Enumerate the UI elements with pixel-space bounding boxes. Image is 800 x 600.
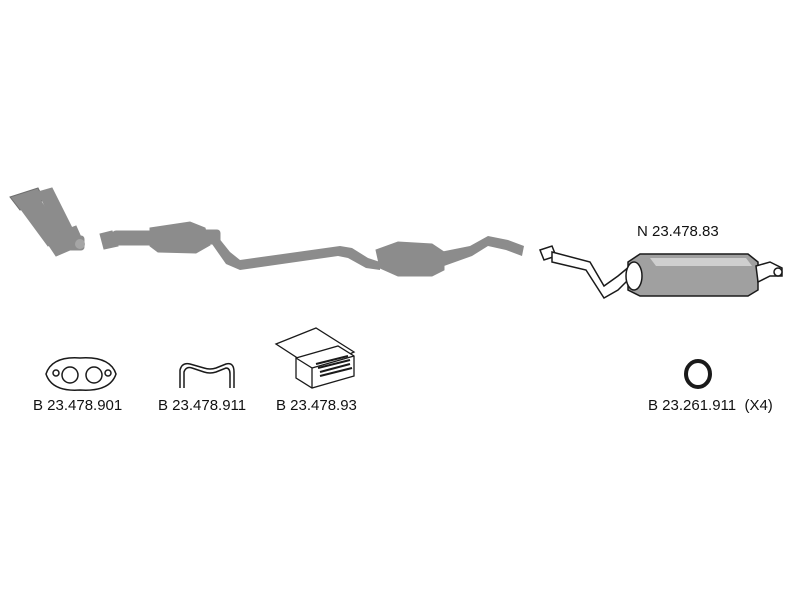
mounting-kit-icon bbox=[274, 327, 356, 389]
front-section-not-included bbox=[9, 187, 524, 277]
rear-section-included bbox=[539, 245, 783, 300]
tail-pipe-end bbox=[773, 267, 783, 277]
catalytic-converter-section bbox=[99, 221, 380, 270]
gasket-label: B 23.478.901 bbox=[33, 397, 123, 414]
front-downpipe bbox=[9, 187, 85, 257]
clamp-icon bbox=[179, 362, 235, 388]
clamp-label: B 23.478.911 bbox=[158, 397, 247, 414]
rear-muffler-label: N 23.478.83 bbox=[637, 223, 719, 240]
rubber-ring-icon bbox=[684, 359, 712, 389]
mounting-kit-label: B 23.478.93 bbox=[276, 397, 357, 414]
rear-muffler bbox=[625, 253, 759, 297]
middle-silencer bbox=[375, 236, 524, 277]
gasket-icon bbox=[45, 357, 117, 391]
rear-connecting-pipe bbox=[551, 251, 631, 300]
tail-pipe bbox=[755, 261, 783, 284]
rubber-ring-label: B 23.261.911 (X4) bbox=[648, 397, 773, 414]
